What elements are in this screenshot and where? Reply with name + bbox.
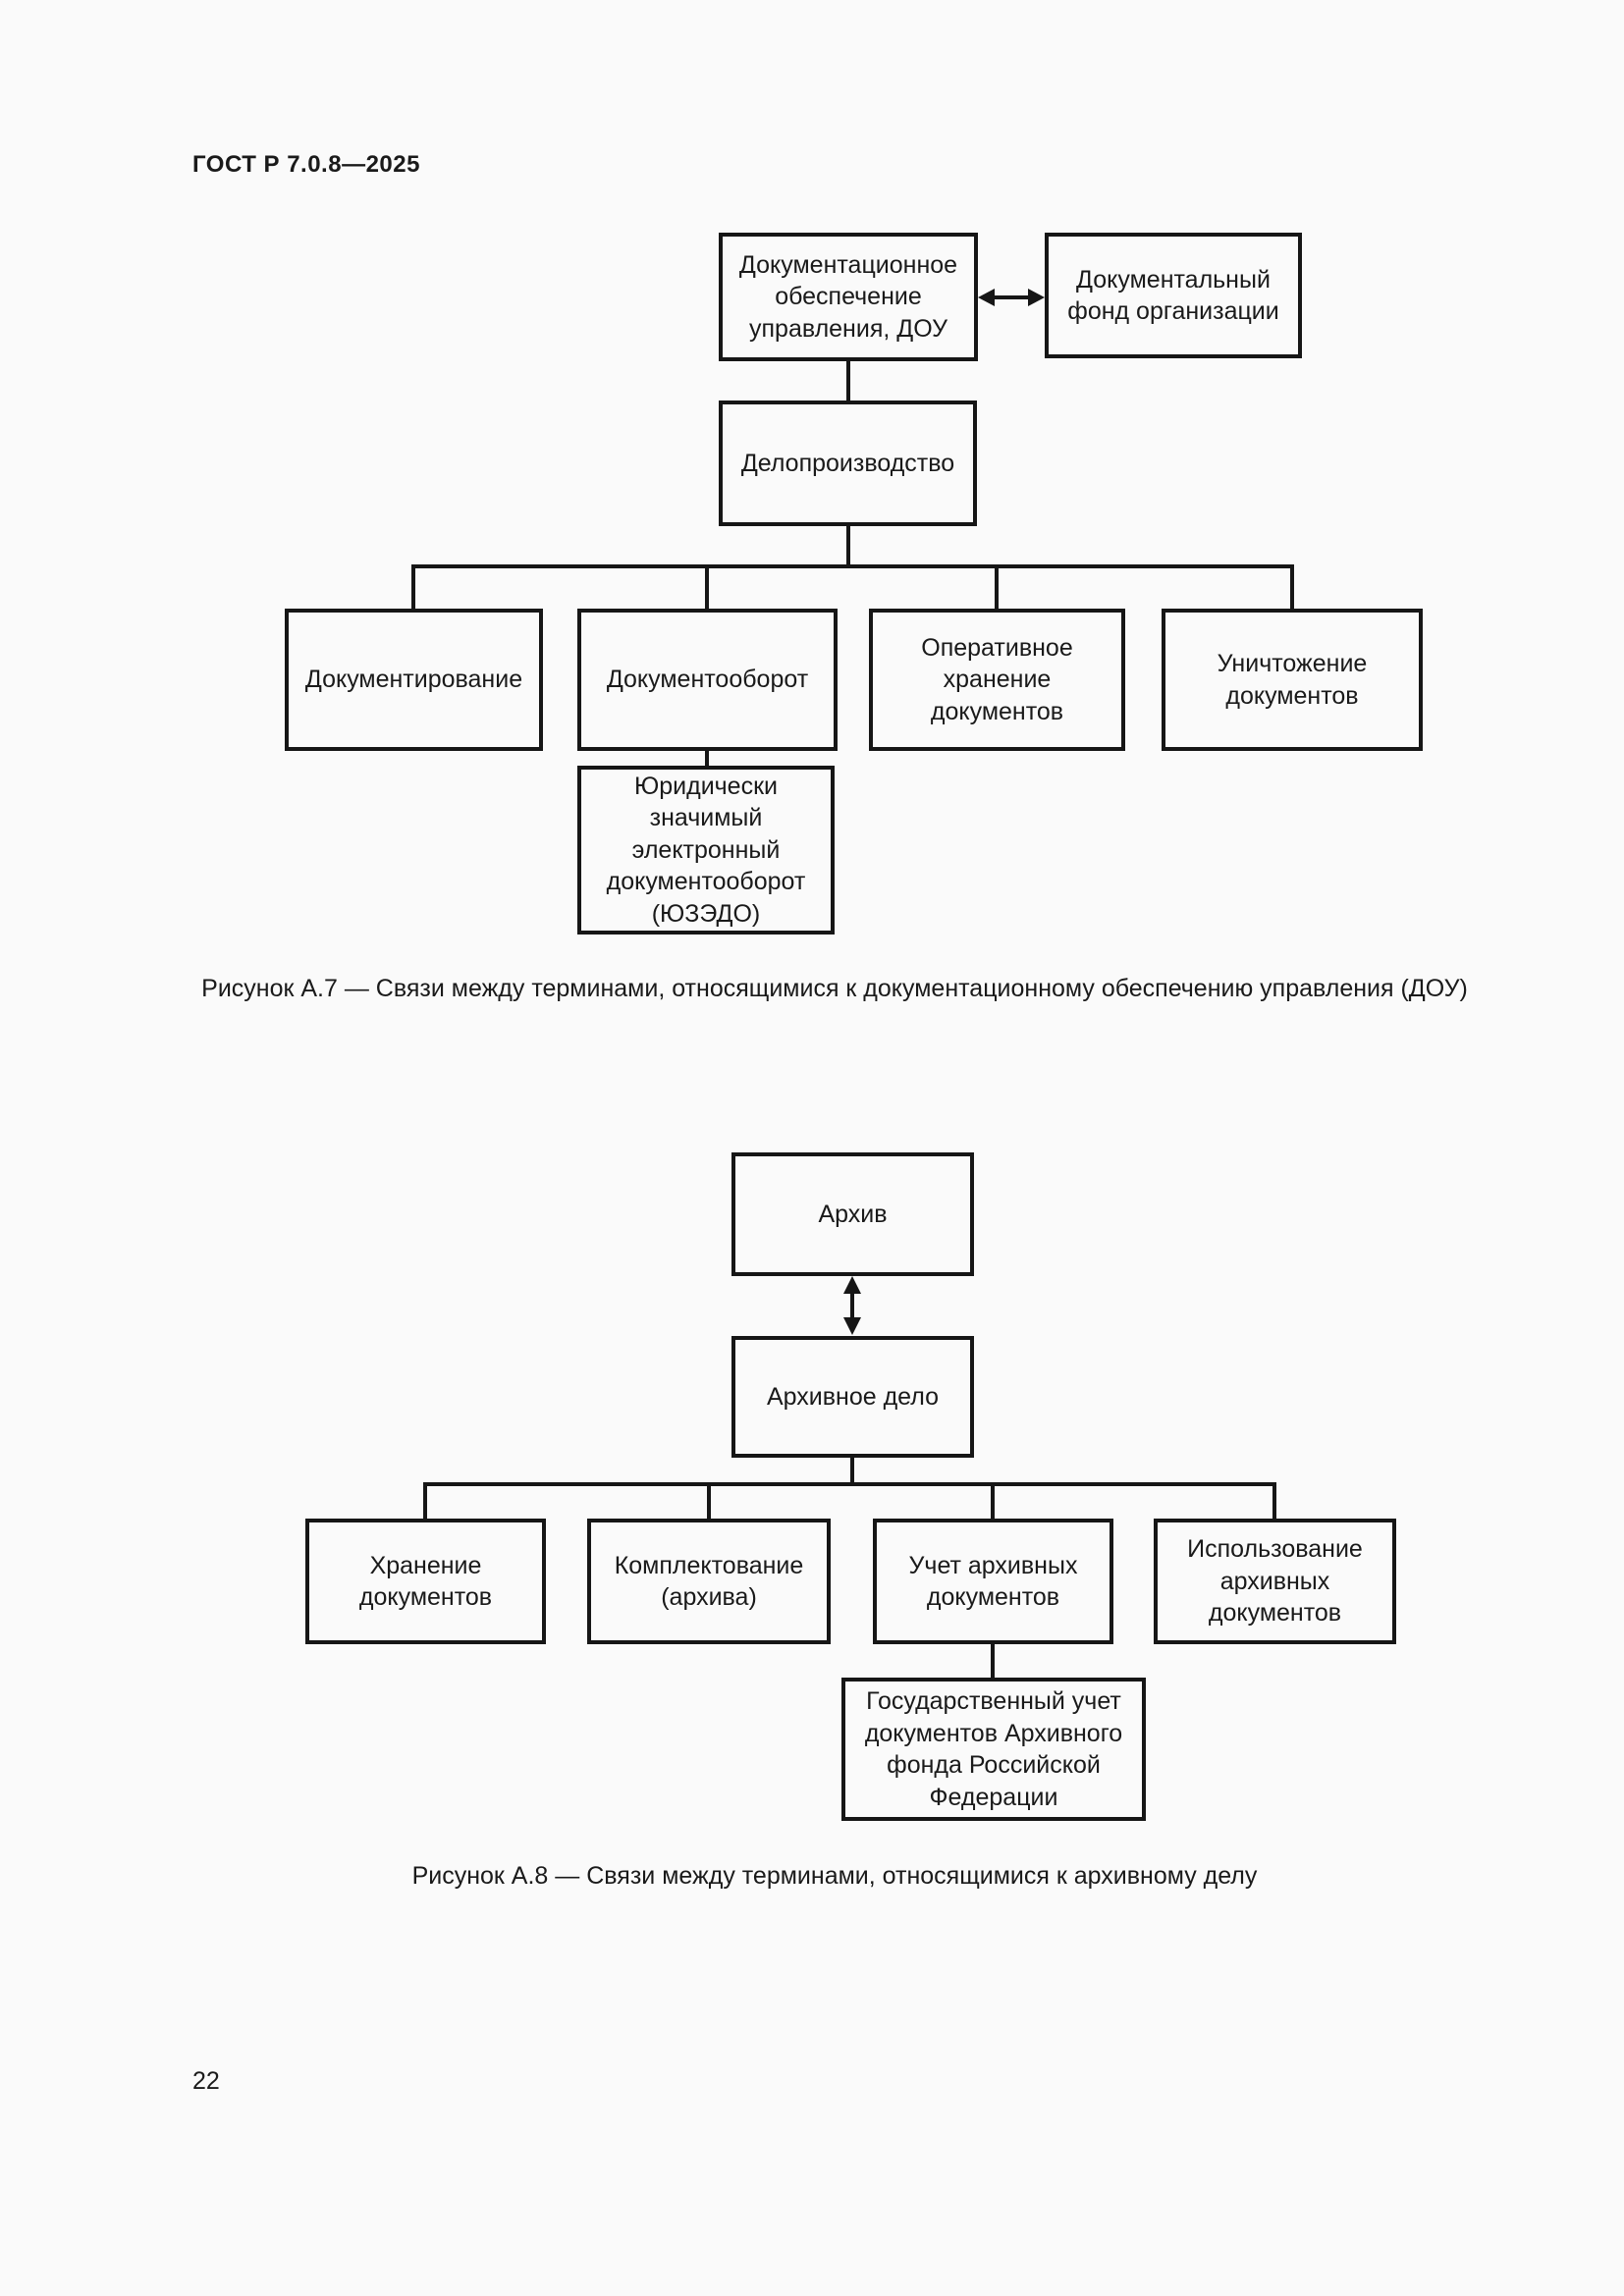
node-dokumentooborot: Документооборот: [577, 609, 838, 751]
node-ispolzovanie: Использование архивных документов: [1154, 1519, 1396, 1644]
node-hranenie-dokumentov: Хранение документов: [305, 1519, 546, 1644]
node-uchet-arhivnyh: Учет архивных документов: [873, 1519, 1113, 1644]
node-unichtozhenie: Уничтожение документов: [1162, 609, 1423, 751]
node-deloproizvodstvo: Делопроизводство: [719, 400, 977, 526]
node-arhiv: Архив: [731, 1152, 974, 1276]
arrowhead-right-icon: [1028, 289, 1045, 306]
node-arhivnoe-delo: Архивное дело: [731, 1336, 974, 1458]
node-documentary-fund: Документальный фонд организации: [1045, 233, 1302, 358]
node-operativnoe-hranenie: Оперативное хранение документов: [869, 609, 1125, 751]
document-header: ГОСТ Р 7.0.8—2025: [192, 151, 420, 178]
arrowhead-left-icon: [978, 289, 995, 306]
node-gosudarstvennyj-uchet: Государственный учет документов Архивног…: [841, 1678, 1146, 1821]
figure-a7-caption: Рисунок А.7 — Связи между терминами, отн…: [201, 975, 1468, 1002]
arrowhead-up-icon: [843, 1276, 861, 1294]
figure-a8-caption: Рисунок А.8 — Связи между терминами, отн…: [411, 1862, 1258, 1890]
node-komplektovanie: Комплектование (архива): [587, 1519, 831, 1644]
node-dokumentirovanie: Документирование: [285, 609, 543, 751]
node-dou: Документационное обеспечение управления,…: [719, 233, 978, 361]
node-yuzedo: Юридически значимый электронный документ…: [577, 766, 835, 934]
page-number: 22: [192, 2067, 220, 2095]
arrowhead-down-icon: [843, 1317, 861, 1335]
